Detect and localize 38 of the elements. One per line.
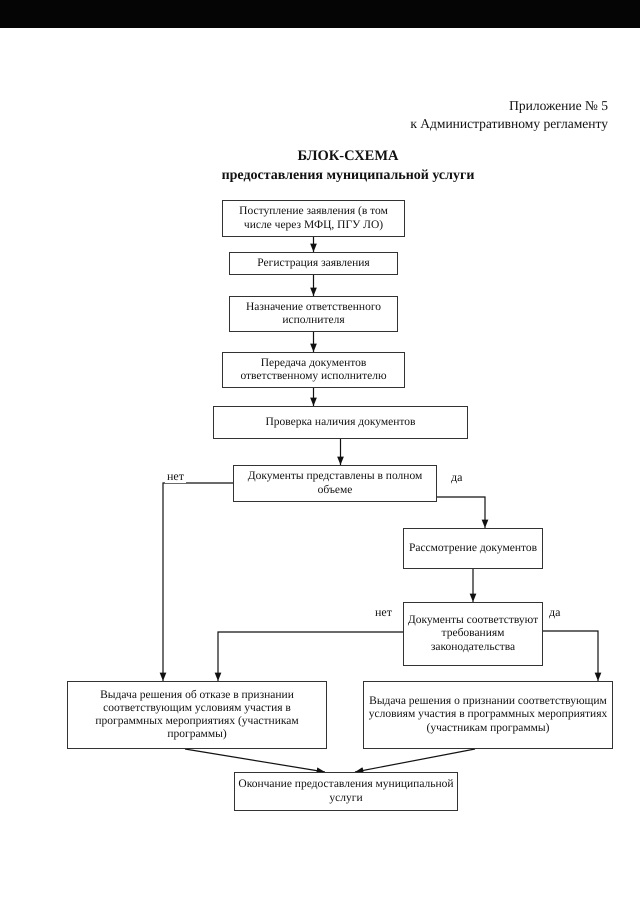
box-text: Документы представлены в полном объеме	[246, 470, 424, 497]
diagram-subtitle: предоставления муниципальной услуги	[220, 168, 476, 184]
box-text: Выдача решения о признании соответствующим условиям участия в программных мероприятиях (участникам программы)	[368, 695, 608, 735]
box-text: Регистрация заявления	[257, 256, 370, 270]
box-text: Проверка наличия документов	[266, 416, 416, 430]
arrow	[310, 275, 317, 296]
arrow	[337, 439, 344, 465]
arrow	[310, 332, 317, 352]
diagram-title: БЛОК-СХЕМА	[296, 148, 400, 165]
process-box	[222, 352, 405, 388]
process-box	[403, 528, 543, 569]
arrow	[354, 748, 476, 774]
process-box	[222, 200, 405, 237]
process-box	[234, 772, 458, 811]
arrow	[470, 569, 476, 602]
box-text: Выдача решения об отказе в признании соответствующим условиям участия в программных мероприятиях (участникам программы)	[94, 688, 300, 742]
process-box	[229, 252, 398, 275]
arrow	[160, 482, 233, 681]
arrow	[310, 237, 317, 252]
arrow	[437, 496, 488, 528]
header-note: Приложение № 5	[508, 98, 608, 114]
box-text: Рассмотрение документов	[408, 542, 538, 556]
box-text: Поступление заявления (в том числе через МФЦ, ПГУ ЛО)	[238, 205, 389, 232]
box-text: Назначение ответственного исполнителя	[244, 300, 382, 328]
process-box	[233, 465, 437, 502]
arrow	[184, 748, 326, 774]
box-text: Документы соответствуют требованиям законодательства	[407, 614, 539, 654]
process-box	[213, 406, 468, 439]
arrow	[214, 631, 403, 681]
process-box	[229, 296, 398, 332]
box-text: Окончание предоставления муниципальной услуги	[238, 778, 454, 805]
process-box	[363, 681, 613, 749]
header-note: к Административному регламенту	[409, 116, 608, 132]
arrow	[310, 388, 317, 406]
box-text: Передача документов ответственному исполнителю	[239, 356, 388, 384]
arrow	[543, 630, 602, 681]
process-box	[403, 602, 543, 666]
process-box	[67, 681, 327, 749]
